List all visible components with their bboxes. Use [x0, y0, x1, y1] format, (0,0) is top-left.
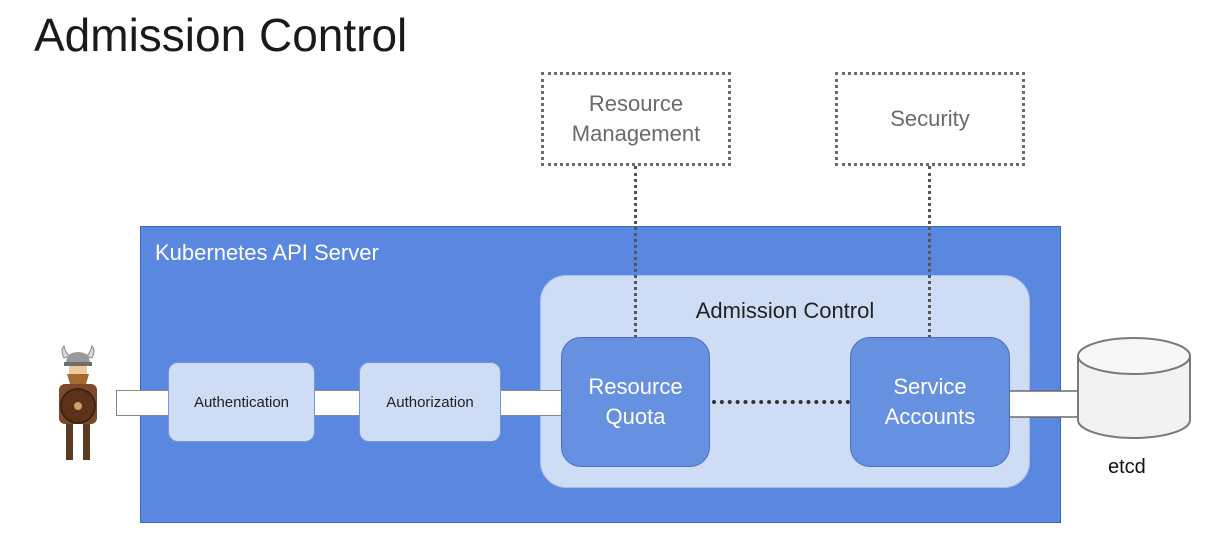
flow-bar-authz-to-admission [498, 390, 564, 416]
resource-management-line-2: Management [571, 121, 701, 146]
service-accounts-line-2: Accounts [884, 404, 976, 429]
api-server-label: Kubernetes API Server [155, 240, 379, 265]
resource-management-line-1: Resource [588, 91, 684, 116]
flow-bar-auth-to-authz [312, 390, 364, 416]
resource-quota-box: Resource Quota [561, 337, 710, 467]
security-box: Security [835, 72, 1025, 166]
security-connector [928, 166, 931, 338]
resource-management-connector [634, 166, 637, 338]
security-label: Security [890, 106, 970, 131]
resource-quota-line-1: Resource [588, 374, 683, 399]
service-accounts-line-1: Service [893, 374, 967, 399]
flow-bar-start [116, 390, 172, 416]
resource-quota-line-2: Quota [605, 404, 666, 429]
resource-management-box: Resource Management [541, 72, 731, 166]
etcd-label: etcd [1108, 456, 1146, 478]
quota-to-accounts-dotted-link [712, 400, 850, 404]
page-title: Admission Control [34, 9, 408, 61]
authentication-label: Authentication [193, 393, 290, 411]
etcd-database-icon [1077, 337, 1191, 439]
service-accounts-box: Service Accounts [850, 337, 1010, 467]
admission-control-label: Admission Control [695, 298, 875, 323]
authentication-box: Authentication [168, 362, 315, 442]
authorization-box: Authorization [359, 362, 501, 442]
authorization-label: Authorization [386, 393, 474, 411]
viking-user-icon [59, 345, 97, 460]
